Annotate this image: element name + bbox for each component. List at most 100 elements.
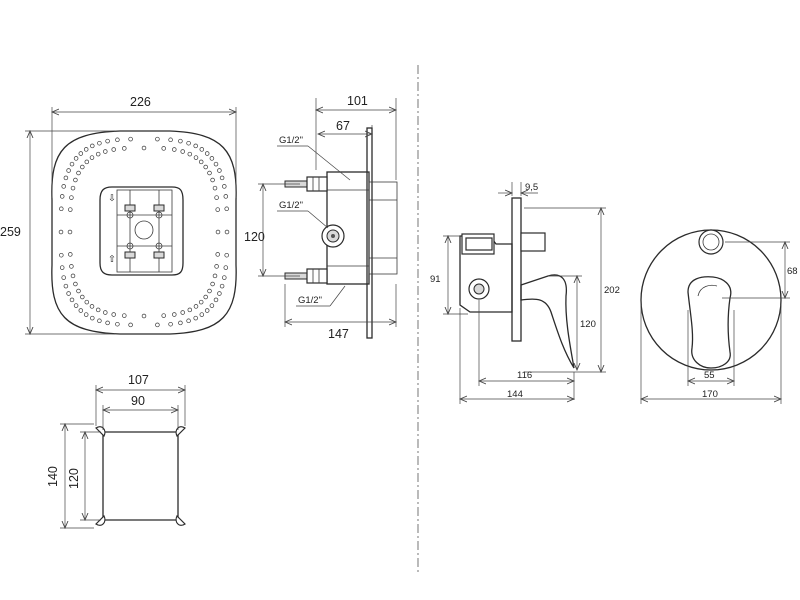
perforation-dot: [69, 264, 74, 269]
perforation-dot: [210, 177, 215, 183]
wall-plate-view: [95, 426, 186, 526]
perforation-dot: [207, 288, 212, 294]
perforation-dot: [111, 312, 116, 317]
perforation-dot: [69, 161, 75, 167]
perforation-dot: [95, 151, 101, 157]
box-inner-plate: [99, 186, 184, 276]
perforation-dot: [161, 146, 166, 151]
perforation-dot: [128, 322, 133, 328]
perforation-dot: [178, 320, 183, 326]
perforation-dot: [84, 159, 90, 165]
mixer-lever: [520, 274, 575, 369]
perforation-dot: [178, 138, 183, 144]
dim-mixer-lever-width: 55: [704, 370, 715, 381]
mounting-box-front-dimensions: 226 259: [0, 95, 236, 334]
perforation-dot: [89, 155, 95, 160]
dim-mixer-lever-reach: 116: [517, 370, 532, 381]
dim-plate-outer-width: 107: [128, 373, 149, 387]
mixer-side-view: [459, 197, 575, 369]
perforation-dot: [198, 299, 204, 305]
perforation-dot: [66, 291, 71, 296]
perforation-dot: [224, 229, 230, 235]
side-plate: [366, 127, 373, 339]
svg-text:⇧: ⇧: [108, 254, 116, 265]
perforation-dot: [199, 147, 205, 152]
perforation-dot: [222, 184, 227, 189]
dim-mixer-plate-height: 202: [604, 285, 620, 296]
perforation-dot: [70, 273, 76, 279]
perforation-dot: [80, 164, 85, 170]
perforation-dot: [76, 288, 81, 294]
perforation-dot: [115, 321, 120, 327]
dim-side-port-spacing: 120: [244, 230, 265, 244]
perforation-dot: [58, 229, 64, 235]
perforation-dot: [161, 313, 166, 318]
perforation-dot: [69, 297, 75, 303]
perforation-dot: [222, 275, 227, 280]
perforation-dot: [214, 264, 219, 269]
perforation-dot: [105, 138, 110, 144]
perforation-dot: [187, 151, 193, 157]
mounting-box-side-dimensions: 101 67 120 147 G1/2" G1/2" G1/2": [244, 94, 396, 341]
wall-plate-outline: [102, 431, 179, 521]
perforation-dot: [193, 304, 199, 309]
perforation-dot: [213, 161, 219, 167]
perforation-dot: [61, 275, 66, 280]
perforation-dot: [141, 313, 147, 319]
dim-mixer-lever-height: 120: [580, 319, 596, 330]
perforation-dot: [95, 307, 101, 313]
perforation-dot: [215, 229, 221, 235]
perforation-dot: [224, 252, 229, 258]
perforation-dot: [70, 185, 76, 191]
perforation-dot: [155, 322, 160, 328]
perforation-dot: [217, 168, 222, 173]
perforation-dot: [80, 294, 85, 300]
perforation-dot: [73, 156, 79, 161]
perforation-dot: [83, 147, 89, 152]
perforation-dot: [224, 206, 229, 212]
dim-mixer-diameter: 170: [702, 389, 718, 400]
dim-box-width: 226: [130, 95, 151, 109]
box-mechanism: [116, 189, 173, 273]
perforation-dot: [180, 310, 185, 315]
dim-mixer-flange: 9,5: [525, 182, 538, 193]
perforation-dots: [58, 136, 230, 328]
mixer-front-dimensions: 170 55 68: [641, 242, 798, 404]
perforation-dot: [73, 177, 78, 183]
perforation-dot: [90, 143, 95, 149]
perforation-dot: [193, 155, 199, 160]
thread-label-mid: G1/2": [279, 200, 303, 211]
perforation-dot: [141, 145, 147, 151]
perforation-dot: [73, 281, 78, 287]
perforation-dot: [122, 313, 127, 318]
perforation-dot: [105, 320, 110, 326]
mixer-front-view: [640, 229, 782, 371]
perforation-dot: [59, 206, 64, 212]
perforation-dot: [128, 136, 133, 142]
perforation-dot: [186, 140, 191, 146]
perforation-dot: [111, 147, 116, 152]
perforation-dot: [215, 252, 220, 257]
perforation-dot: [203, 294, 208, 300]
mixer-knob: [520, 232, 546, 252]
perforation-dot: [73, 303, 79, 308]
perforation-dot: [199, 312, 205, 317]
perforation-dot: [204, 151, 210, 156]
perforation-dot: [59, 252, 64, 258]
perforation-dot: [212, 185, 218, 191]
perforation-dot: [212, 273, 218, 279]
perforation-dot: [223, 194, 229, 199]
perforation-dot: [198, 159, 204, 165]
perforation-dot: [59, 194, 65, 199]
perforation-dot: [66, 168, 71, 173]
perforation-dot: [78, 308, 84, 313]
perforation-dot: [219, 175, 225, 181]
dim-mixer-body-height: 91: [430, 274, 441, 285]
dim-mixer-knob-offset: 68: [787, 266, 798, 277]
perforation-dot: [209, 303, 215, 308]
perforation-dot: [213, 297, 219, 303]
perforation-dot: [103, 149, 108, 154]
perforation-dot: [180, 149, 185, 154]
dim-side-overall: 147: [328, 327, 349, 341]
